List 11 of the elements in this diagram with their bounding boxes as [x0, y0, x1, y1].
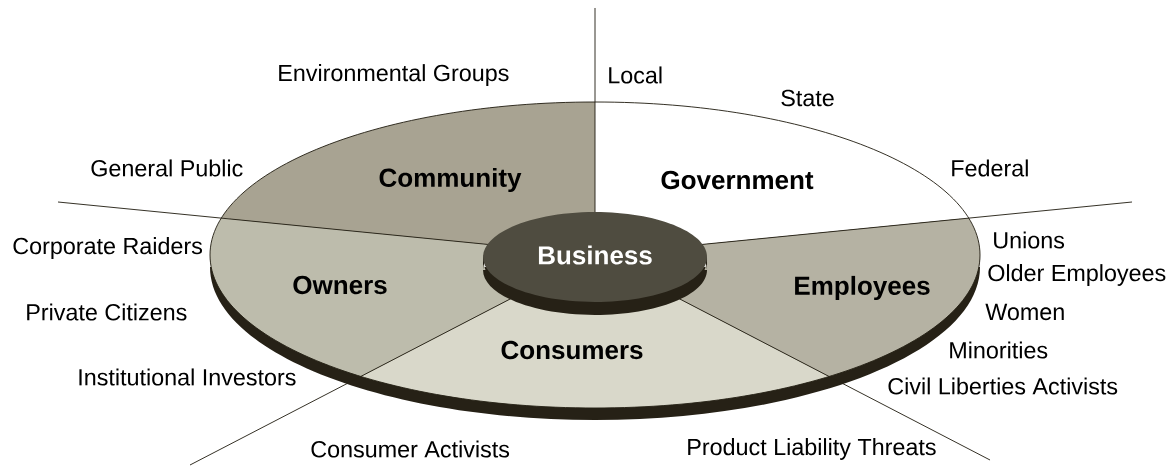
label-text: Product Liability Threats: [688, 438, 936, 460]
label-text: Older Employees: [988, 264, 1166, 286]
sector: Consumers: [360, 296, 830, 408]
label-text: Civil Liberties Activists: [888, 377, 1118, 395]
label-text: Unions: [994, 231, 1065, 249]
node-label: Government: [661, 170, 814, 190]
label-text: Women: [985, 303, 1064, 321]
label-text: Corporate Raiders: [13, 237, 202, 259]
label-text: Local: [609, 66, 662, 84]
label-text: Private Citizens: [27, 303, 187, 321]
label-text: Consumer Activists: [311, 440, 510, 458]
